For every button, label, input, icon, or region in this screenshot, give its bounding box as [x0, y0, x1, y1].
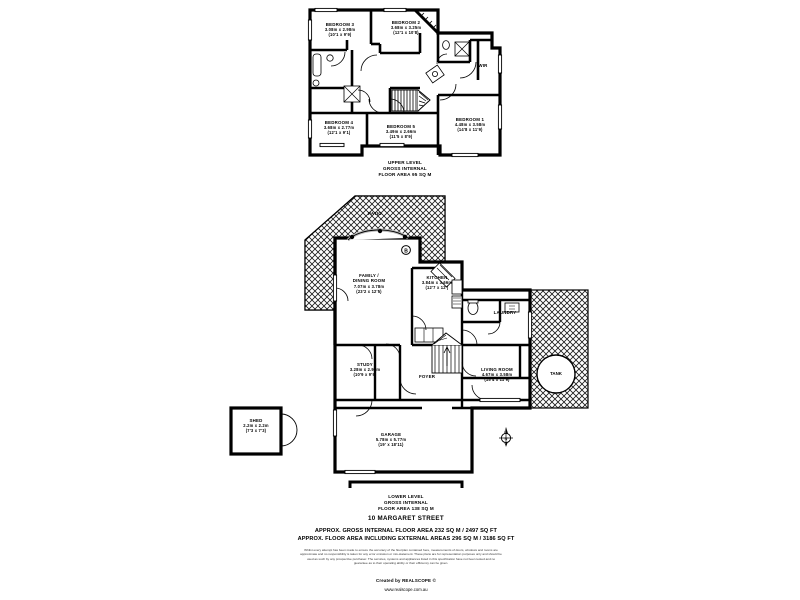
- room-label-tank: TANK: [550, 371, 562, 376]
- water-tank: [536, 354, 576, 394]
- lower-level-caption: LOWER LEVEL GROSS INTERNAL FLOOR AREA 13…: [378, 494, 434, 512]
- upper-windows: [307, 7, 503, 158]
- shed-structure: [229, 406, 298, 456]
- room-label-shed: SHED 2.2m x 2.2m (7'3 x 7'3): [243, 418, 269, 434]
- room-label-living-room: LIVING ROOM 4.67m x 3.58m (15'4 x 11'9): [481, 367, 513, 383]
- room-label-garage: GARAGE 5.78m x 5.77m (19' x 18'11): [375, 432, 407, 448]
- room-label-bedroom-4: BEDROOM 4 3.68m x 2.77m (12'1 x 9'1): [323, 120, 355, 136]
- room-label-kitchen: KITCHEN 3.84m x 3.66m (12'7 x 12'): [421, 275, 453, 291]
- lower-level-plan: B: [229, 195, 589, 488]
- property-address: 10 MARGARET STREET: [368, 515, 444, 522]
- svg-text:N: N: [505, 436, 508, 441]
- room-label-wir: WIR: [478, 63, 488, 68]
- upper-stairs: [391, 89, 431, 112]
- boiler-marker: [401, 245, 411, 255]
- lower-windows: [332, 274, 533, 475]
- ensuite-fixtures: [425, 40, 470, 84]
- upper-doors: [330, 51, 477, 114]
- kitchen-fittings: [414, 262, 463, 343]
- room-label-study: STUDY 3.28m x 2.97m (10'9 x 9'9): [349, 362, 381, 378]
- room-label-bedroom-1: BEDROOM 1 4.48m x 3.58m (14'8 x 11'9): [454, 117, 486, 133]
- room-label-laundry: LAUNDRY: [493, 310, 517, 315]
- room-label-bedroom-3: BEDROOM 3 3.08m x 2.98m (10'1 x 9'9): [324, 22, 356, 38]
- disclaimer-text: Whilst every attempt has been made to en…: [300, 548, 502, 566]
- laundry-fittings: [467, 299, 520, 315]
- total-area-line-2: APPROX. FLOOR AREA INCLUDING EXTERNAL AR…: [297, 536, 515, 542]
- room-label-bedroom-2: BEDROOM 2 3.68m x 3.25m (12'1 x 10'8): [390, 20, 422, 36]
- upper-level-plan: [307, 7, 503, 158]
- lower-stairs: [431, 332, 463, 374]
- upper-level-caption: UPPER LEVEL GROSS INTERNAL FLOOR AREA 95…: [378, 160, 432, 178]
- total-area-line-1: APPROX. GROSS INTERNAL FLOOR AREA 232 SQ…: [314, 528, 498, 534]
- room-label-bedroom-5: BEDROOM 5 3.49m x 2.66m (11'5 x 8'9): [385, 124, 417, 140]
- room-label-family-dining: FAMILY / DINING ROOM 7.07m x 3.78m (23'2…: [352, 273, 386, 294]
- website-link[interactable]: www.realscope.com.au: [384, 587, 428, 592]
- room-label-foyer: FOYER: [418, 374, 436, 379]
- created-by-credit: Created by REALSCOPE ©: [375, 578, 437, 583]
- svg-text:B: B: [404, 248, 408, 254]
- north-compass-icon: N: [499, 426, 513, 447]
- upper-bathroom-fixtures: [312, 53, 361, 103]
- room-label-patio: PATIO: [368, 211, 382, 216]
